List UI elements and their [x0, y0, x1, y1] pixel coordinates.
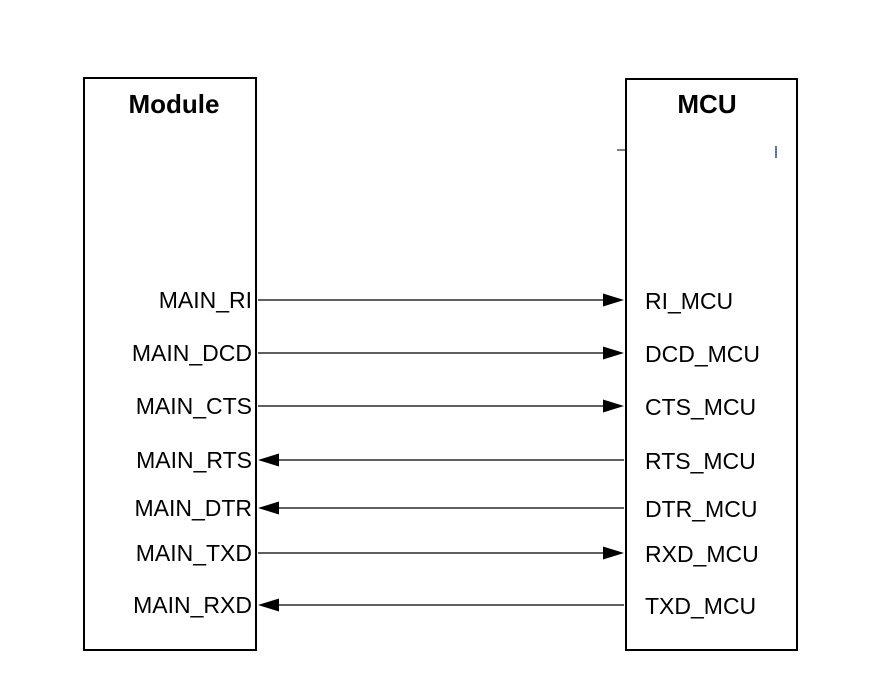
mcu-pin-label: DCD_MCU [645, 341, 760, 367]
module-pin-label: MAIN_TXD [136, 540, 252, 566]
module-pin-label: MAIN_CTS [136, 393, 252, 419]
module-title: Module [129, 89, 220, 119]
mcu-pin-label: CTS_MCU [645, 394, 756, 420]
module-pin-label: MAIN_RI [159, 287, 252, 313]
arrowhead-icon [258, 453, 279, 467]
module-pin-label: MAIN_RXD [133, 592, 252, 618]
arrowhead-icon [603, 346, 624, 360]
module-pin-label: MAIN_RTS [136, 447, 252, 473]
module-pin-label: MAIN_DTR [134, 495, 252, 521]
mcu-pin-label: RI_MCU [645, 288, 733, 314]
arrowhead-icon [603, 399, 624, 413]
mcu-pin-label: TXD_MCU [645, 593, 756, 619]
connections-group: MAIN_RI RI_MCU MAIN_DCD DCD_MCU MAIN_CTS CTS_… [132, 287, 760, 619]
mcu-pin-label: DTR_MCU [645, 496, 757, 522]
arrowhead-icon [603, 293, 624, 307]
module-pin-label: MAIN_DCD [132, 340, 252, 366]
mcu-block [625, 78, 798, 651]
mcu-title: MCU [677, 89, 736, 119]
arrowhead-icon [603, 546, 624, 560]
module-block [83, 77, 257, 651]
arrowhead-icon [258, 598, 279, 612]
mcu-pin-label: RTS_MCU [645, 448, 756, 474]
mcu-pin-label: RXD_MCU [645, 541, 759, 567]
arrowhead-icon [258, 501, 279, 515]
